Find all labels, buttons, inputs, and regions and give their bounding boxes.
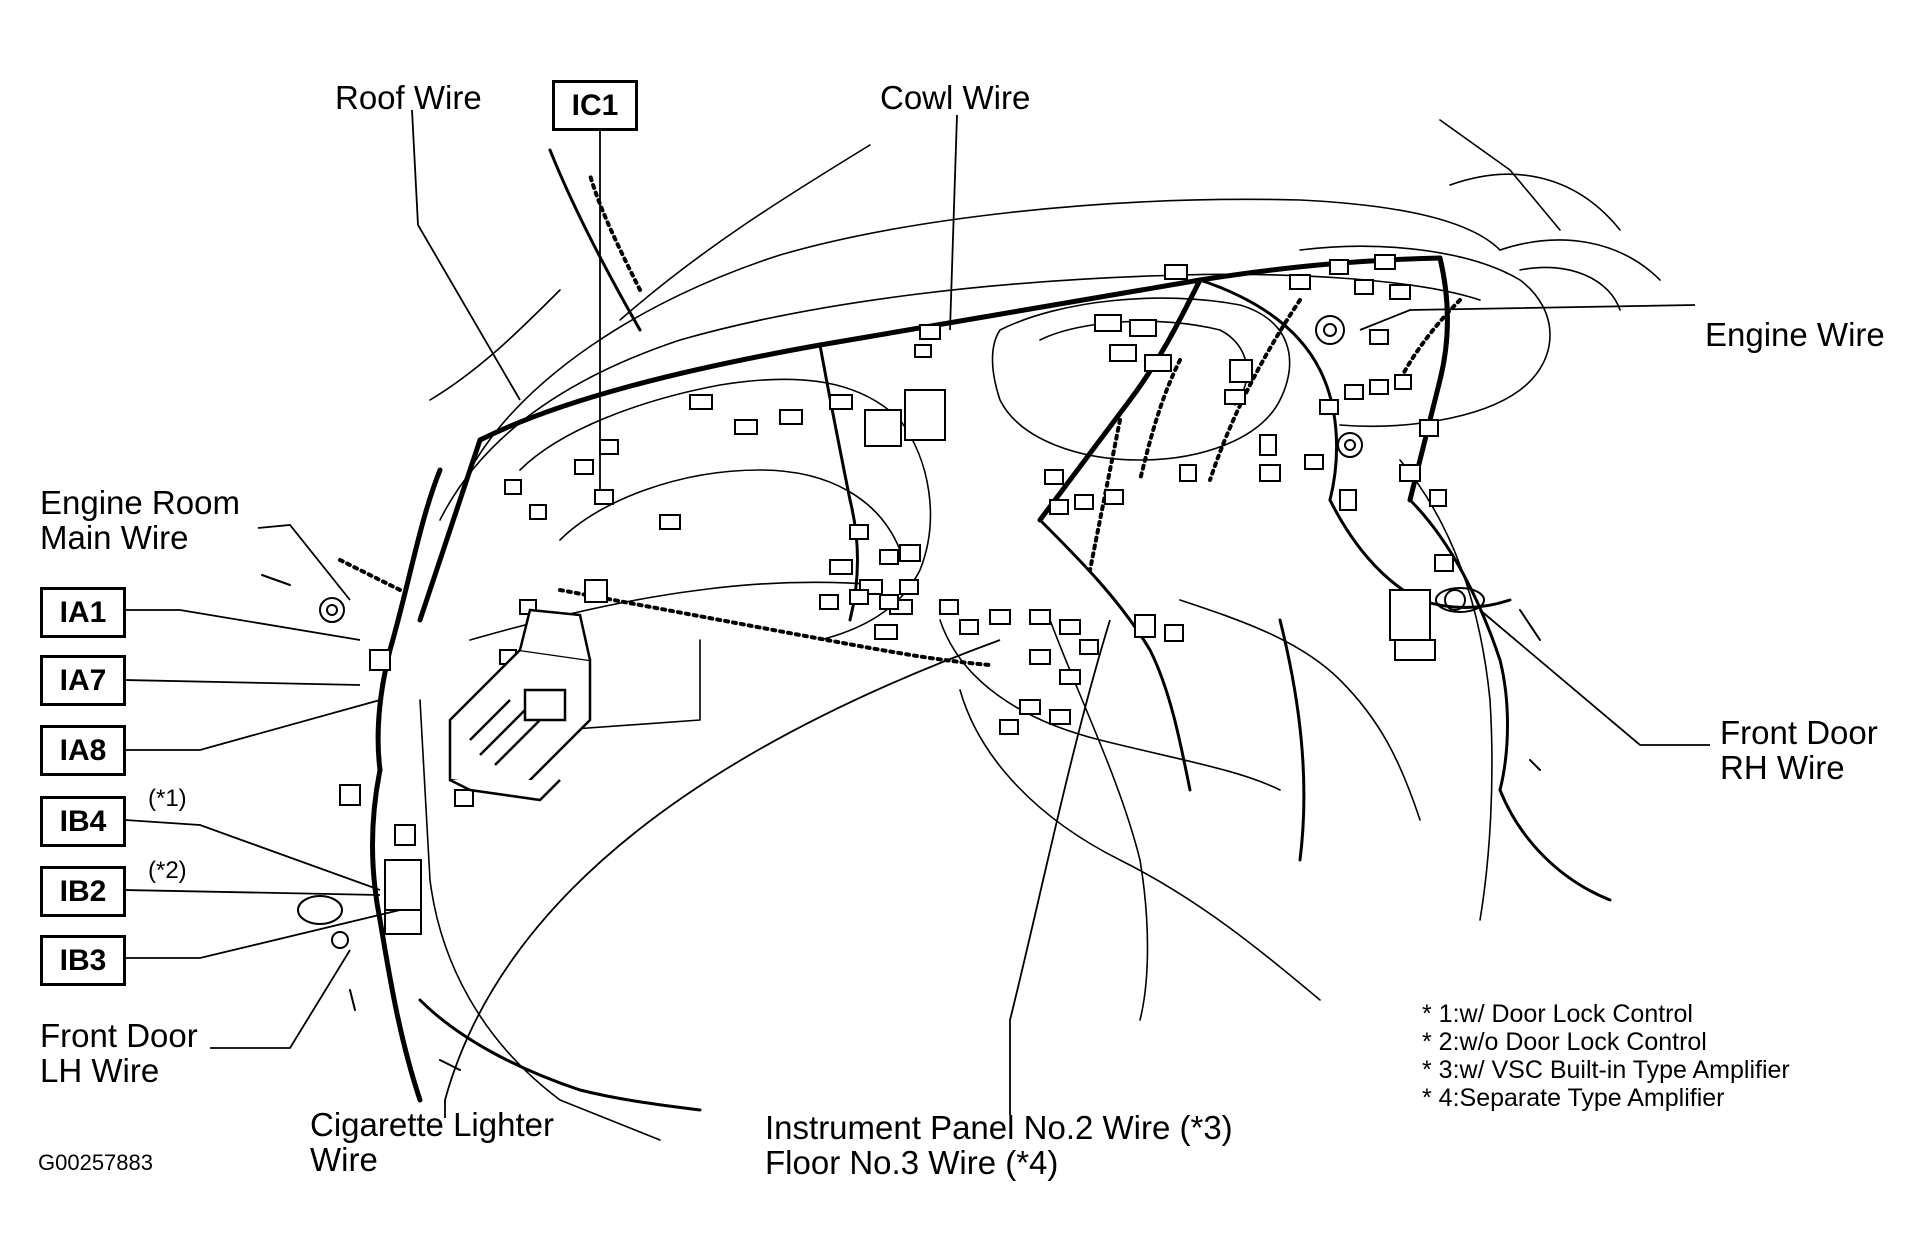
engine-room-main-wire-label-line2: Main Wire [40, 519, 189, 556]
ib2-footnote-ref: (*2) [148, 857, 187, 884]
footnote-3: * 3:w/ VSC Built-in Type Amplifier [1422, 1056, 1790, 1084]
dotted-harness [338, 173, 1462, 667]
footnote-1: * 1:w/ Door Lock Control [1422, 1000, 1693, 1028]
connector-ib4: IB4 [40, 796, 126, 847]
connector-ic1: IC1 [552, 80, 638, 131]
grommets [261, 315, 1541, 1071]
connector-ib3: IB3 [40, 935, 126, 986]
secondary-harness [418, 148, 1612, 1112]
junction-block [448, 608, 592, 802]
footnote-2: * 2:w/o Door Lock Control [1422, 1028, 1707, 1056]
front-door-rh-wire-label-line2: RH Wire [1720, 749, 1845, 786]
floor-no3-wire-label: Floor No.3 Wire (*4) [765, 1144, 1059, 1181]
footnote-4: * 4:Separate Type Amplifier [1422, 1084, 1725, 1112]
ib4-footnote-ref: (*1) [148, 785, 187, 812]
leader-lines [124, 109, 1710, 1118]
cigarette-lighter-wire-label-line1: Cigarette Lighter [310, 1106, 554, 1143]
figure-code: G00257883 [38, 1150, 153, 1175]
dashboard-outline [419, 119, 1661, 1141]
connector-ia1: IA1 [40, 587, 126, 638]
connector-ib2: IB2 [40, 866, 126, 917]
main-harness [370, 255, 1450, 1103]
roof-wire-label: Roof Wire [335, 79, 482, 116]
cowl-wire-label: Cowl Wire [880, 79, 1031, 116]
engine-room-main-wire-label-line1: Engine Room [40, 484, 240, 521]
front-door-lh-wire-label-line1: Front Door [40, 1017, 198, 1054]
cigarette-lighter-wire-label-line2: Wire [310, 1141, 378, 1178]
front-door-lh-wire-label-line2: LH Wire [40, 1052, 160, 1089]
connector-blocks [339, 254, 1454, 935]
instrument-panel-no2-wire-label: Instrument Panel No.2 Wire (*3) [765, 1109, 1233, 1146]
connector-ia7: IA7 [40, 655, 126, 706]
connector-ia8: IA8 [40, 725, 126, 776]
engine-wire-label: Engine Wire [1705, 316, 1885, 353]
front-door-rh-wire-label-line1: Front Door [1720, 714, 1878, 751]
